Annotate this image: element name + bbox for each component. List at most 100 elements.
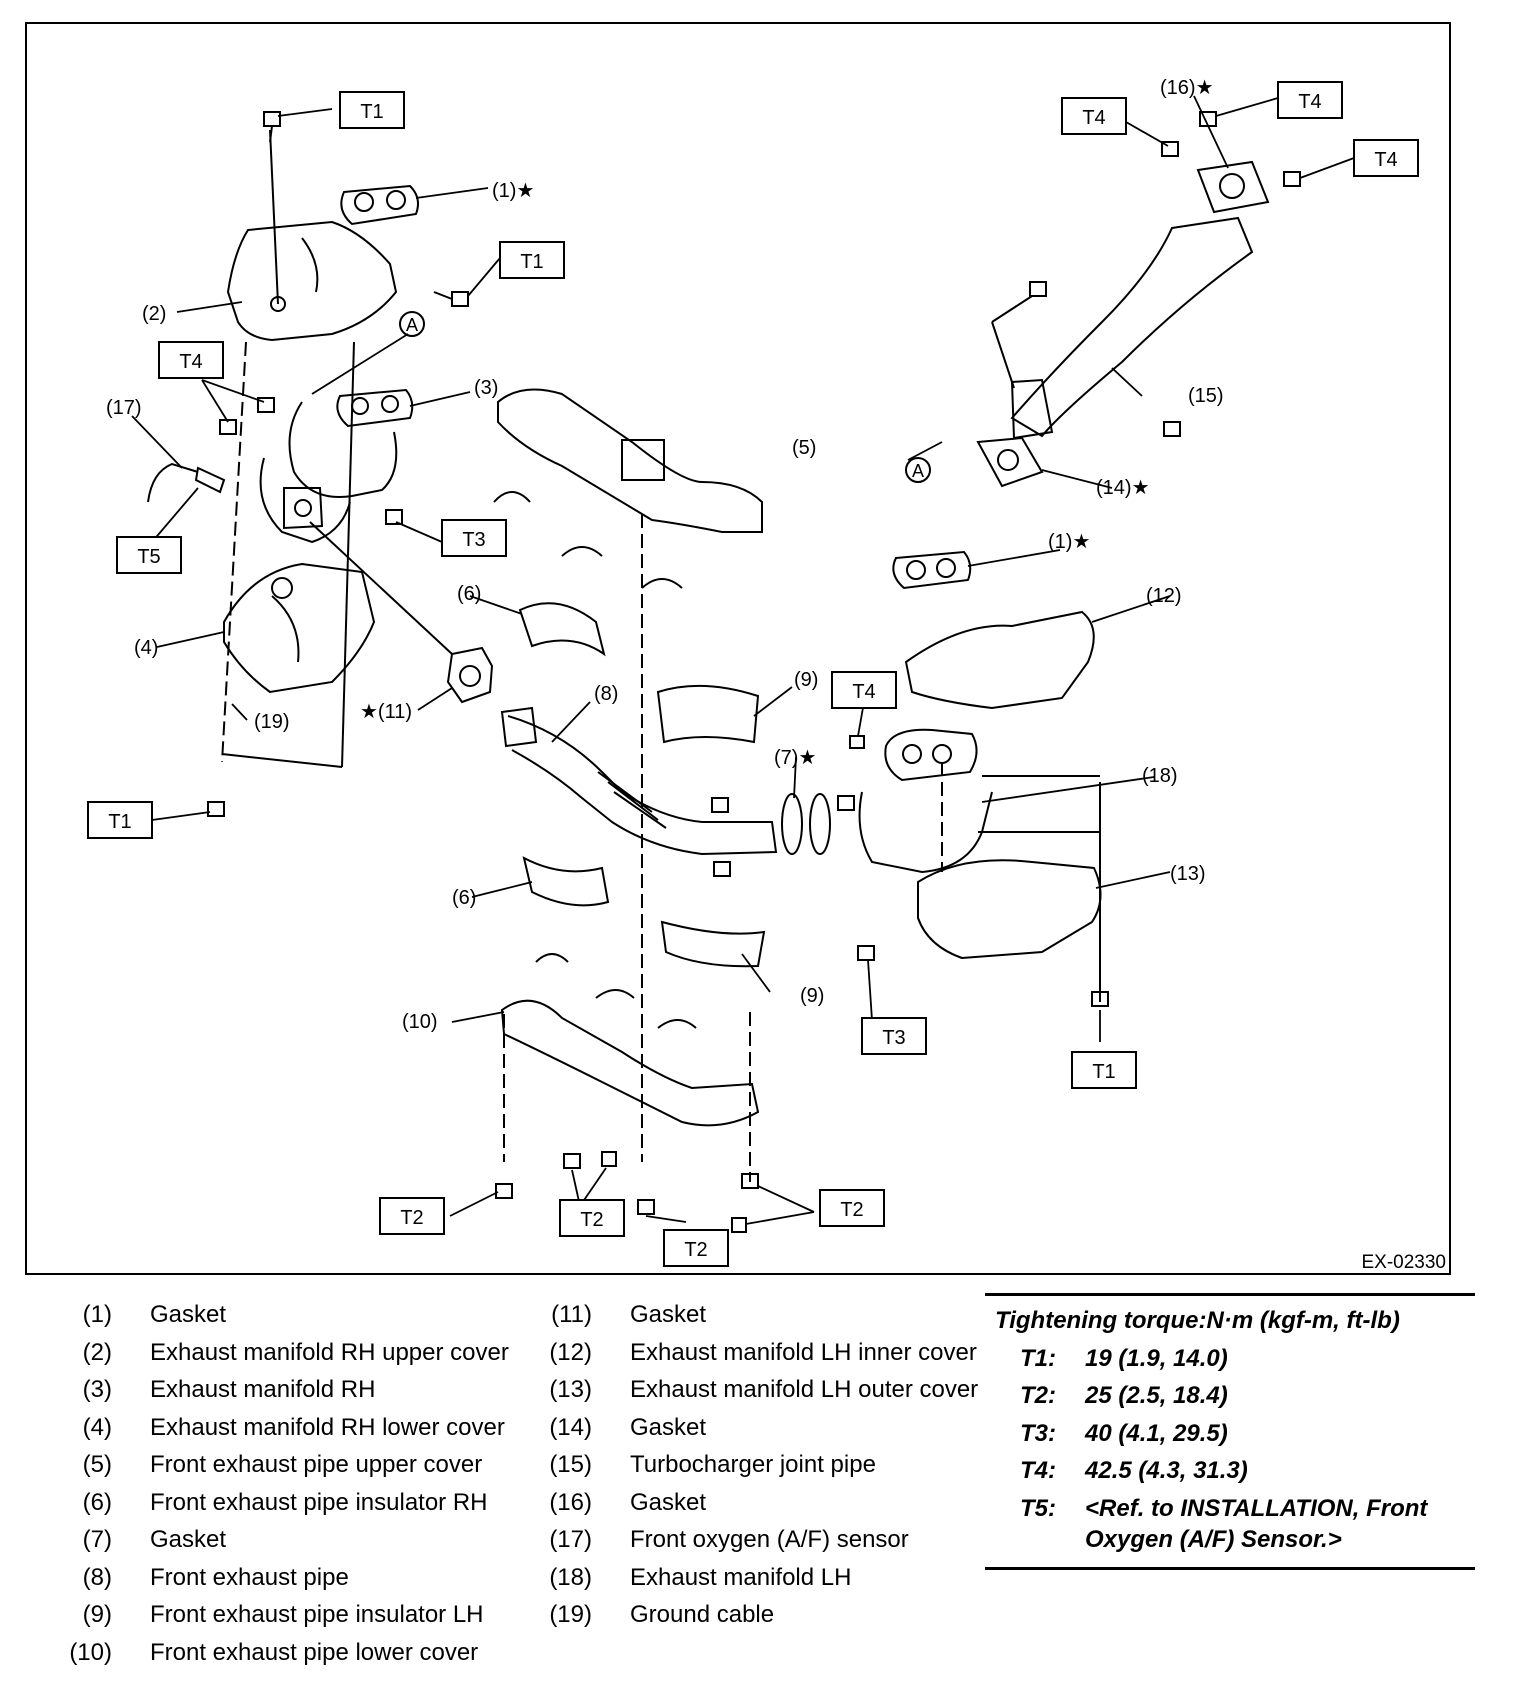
gasket-14-shape	[976, 436, 1044, 488]
torque-box-t3-b: T3	[861, 1017, 927, 1055]
svg-text:T4: T4	[1082, 107, 1105, 129]
list-item: (16)Gasket	[549, 1488, 707, 1516]
bolt-shape	[1029, 281, 1047, 297]
insulator-rh-upper-shape	[518, 602, 606, 657]
view-marker-a-top: A	[399, 311, 425, 337]
torque-box-t2-b: T2	[559, 1199, 625, 1237]
manifold-lh-outer-cover-shape	[917, 859, 1102, 960]
list-item: (12)Exhaust manifold LH inner cover	[549, 1338, 977, 1366]
callout-6-lower: (6)	[452, 887, 476, 909]
clamp-shape	[657, 1019, 697, 1029]
callout-11: ★(11)	[360, 701, 412, 723]
list-item: (7)Gasket	[82, 1526, 227, 1553]
svg-text:T1: T1	[520, 251, 543, 273]
callout-9-upper: (9)	[794, 669, 818, 691]
torque-box-t2-d: T2	[819, 1189, 885, 1227]
tightening-torque-table: Tightening torque:N·m (kgf-m, ft-lb) T1:…	[985, 1293, 1475, 1570]
exploded-diagram-frame: T1 T1 T1 T1 T2 T2 T2 T2 T3 T3 T4 T4 T4 T…	[25, 22, 1451, 1275]
list-item: (13)Exhaust manifold LH outer cover	[549, 1376, 979, 1403]
svg-text:A: A	[406, 315, 418, 335]
nut-shape	[385, 509, 403, 525]
bolt-shape	[433, 291, 469, 307]
callout-14: (14)★	[1096, 477, 1150, 499]
callout-1-lh: (1)★	[1048, 531, 1090, 553]
bolt-shape	[601, 1151, 617, 1167]
svg-text:T5: T5	[137, 546, 160, 568]
torque-box-t1-c: T1	[87, 801, 153, 839]
nut-shape	[257, 397, 275, 413]
leader-lines	[131, 95, 1355, 1225]
guide-line	[991, 295, 1033, 323]
callout-16: (16)★	[1160, 77, 1214, 99]
callout-4: (4)	[134, 637, 158, 659]
manifold-rh-shape	[259, 388, 414, 544]
torque-box-t2-c: T2	[663, 1229, 729, 1267]
torque-row: T3:40 (4.1, 29.5)	[1020, 1419, 1228, 1447]
clamp-shape	[535, 953, 569, 963]
nut-shape	[741, 1173, 759, 1189]
callout-7: (7)★	[774, 747, 816, 769]
nut-shape	[1161, 141, 1179, 157]
callout-1-rh: (1)★	[492, 180, 534, 202]
list-item: (4)Exhaust manifold RH lower cover	[82, 1413, 505, 1441]
exploded-view-diagram: T1 T1 T1 T1 T2 T2 T2 T2 T3 T3 T4 T4 T4 T…	[87, 77, 1446, 1273]
callout-13: (13)	[1170, 863, 1206, 885]
guide-line	[991, 321, 1015, 389]
callout-19: (19)	[254, 711, 290, 733]
svg-text:T2: T2	[840, 1199, 863, 1221]
torque-box-t1-d: T1	[1071, 1051, 1137, 1089]
list-item: (18)Exhaust manifold LH	[549, 1563, 852, 1591]
gasket-16-shape	[1196, 160, 1270, 214]
dashed-guide	[221, 341, 247, 763]
svg-text:A: A	[912, 461, 924, 481]
svg-text:T4: T4	[1374, 149, 1397, 171]
torque-box-t1-a: T1	[339, 91, 405, 129]
front-exhaust-pipe-shape	[500, 706, 778, 856]
view-marker-a-right: A	[905, 457, 931, 483]
bolt-shape	[731, 1217, 747, 1233]
list-item: (11)Gasket	[551, 1301, 707, 1328]
torque-box-t3-a: T3	[441, 519, 507, 557]
clamp-shape	[561, 546, 603, 557]
clamp-shape	[493, 491, 531, 503]
svg-text:T2: T2	[400, 1207, 423, 1229]
torque-box-t4-a: T4	[158, 341, 224, 379]
pipe-lower-cover-shape	[500, 999, 760, 1127]
torque-box-t2-a: T2	[379, 1197, 445, 1235]
figure-code: EX-02330	[1361, 1252, 1446, 1273]
torque-box-t4-e: T4	[831, 671, 897, 709]
svg-text:T2: T2	[684, 1239, 707, 1261]
manifold-rh-lower-cover-shape	[223, 562, 376, 694]
callout-17: (17)	[106, 397, 142, 419]
parts-list-right: (11)Gasket (12)Exhaust manifold LH inner…	[520, 1296, 978, 1634]
svg-text:T4: T4	[179, 351, 202, 373]
guide-line	[309, 521, 453, 655]
svg-text:T2: T2	[580, 1209, 603, 1231]
gasket-11-shape	[446, 646, 494, 704]
callout-9-lower: (9)	[800, 985, 824, 1007]
bolt-shape	[711, 797, 729, 813]
torque-box-t4-c: T4	[1277, 81, 1343, 119]
callout-6-upper: (6)	[457, 583, 481, 605]
nut-shape	[219, 419, 237, 435]
list-item: (15)Turbocharger joint pipe	[549, 1451, 876, 1478]
gasket-7-shape	[781, 793, 831, 855]
bolt-shape	[263, 111, 281, 143]
nut-shape	[1283, 171, 1301, 187]
manifold-lh-inner-cover-shape	[904, 610, 1095, 710]
clamp-shape	[641, 578, 683, 589]
torque-box-t1-b: T1	[499, 241, 565, 279]
insulator-rh-lower-shape	[522, 856, 610, 907]
callout-18: (18)	[1142, 765, 1178, 787]
callout-5: (5)	[792, 437, 816, 459]
list-item: (1)Gasket	[82, 1301, 227, 1328]
guide-line	[221, 753, 343, 768]
nut-shape	[495, 1183, 513, 1199]
svg-text:T4: T4	[852, 681, 875, 703]
nut-shape	[637, 1199, 655, 1215]
bolt-shape	[207, 801, 225, 817]
insulator-lh-lower-shape	[660, 920, 766, 968]
torque-box-t4-d: T4	[1353, 139, 1419, 177]
svg-text:T3: T3	[882, 1027, 905, 1049]
list-item: (17)Front oxygen (A/F) sensor	[549, 1526, 909, 1553]
